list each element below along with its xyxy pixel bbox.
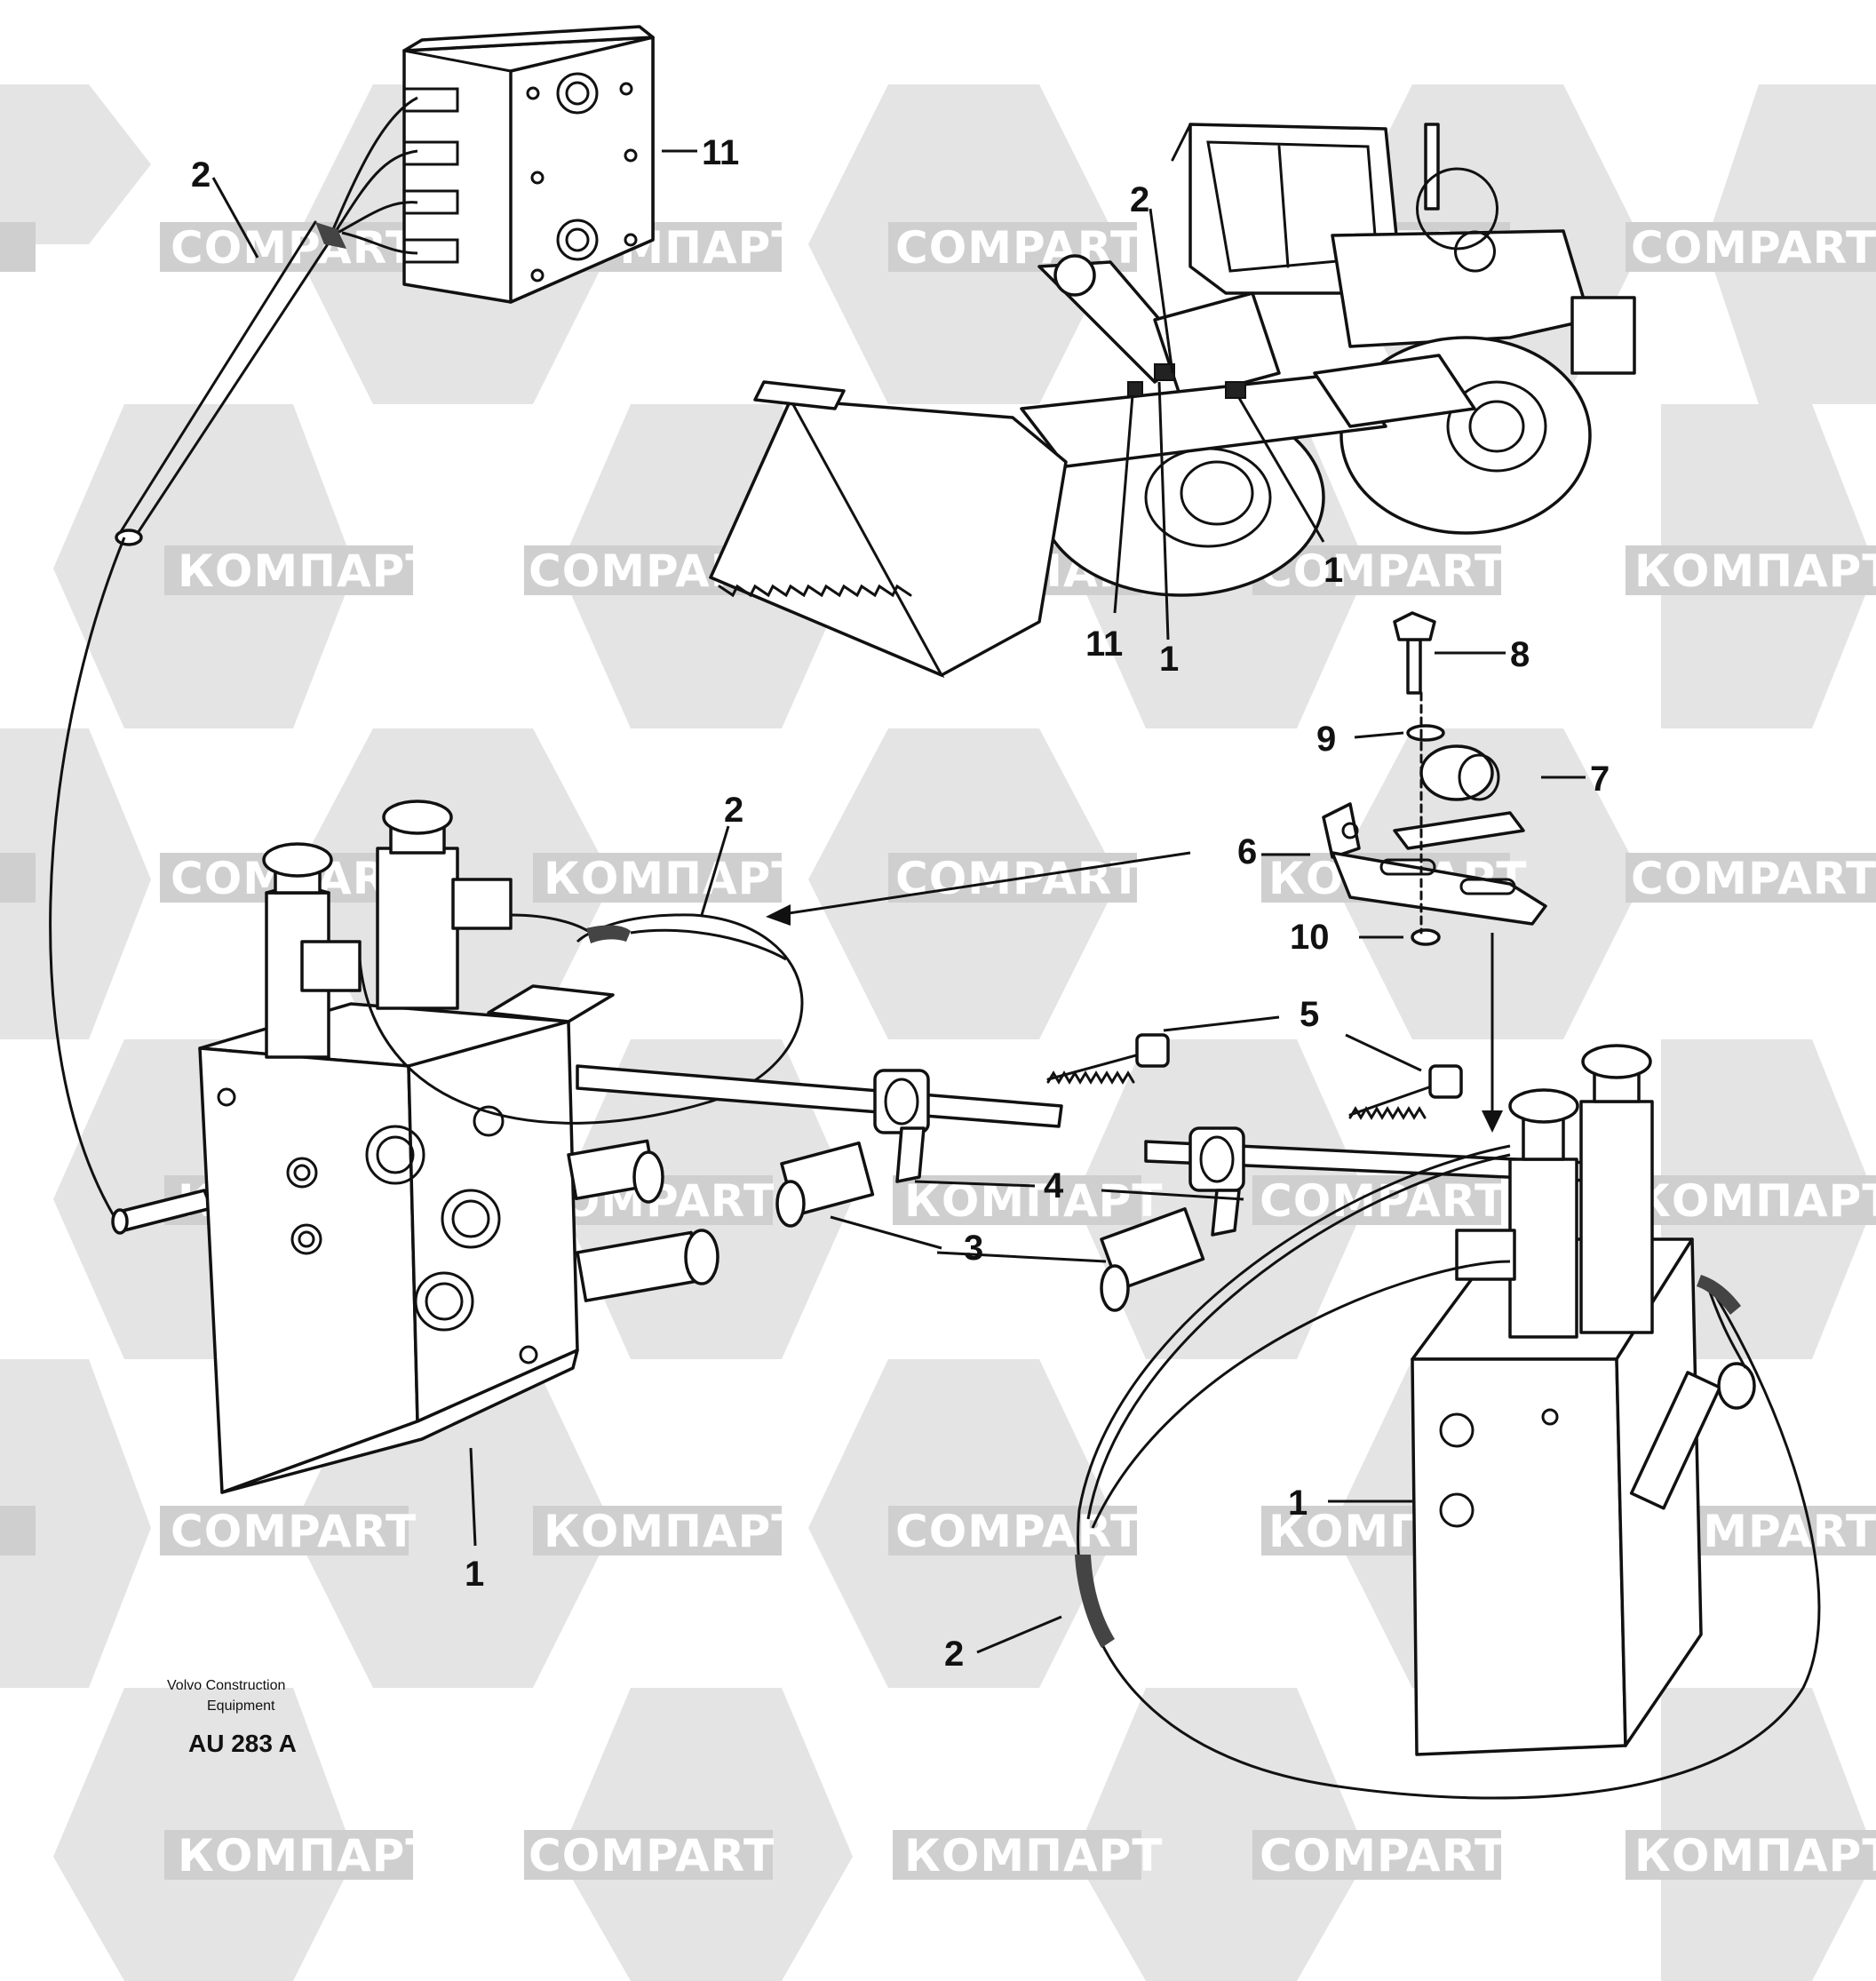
wm-compart: COMPART (529, 1830, 775, 1882)
cable-sheath-left (49, 220, 346, 1235)
leader-lines (211, 149, 1586, 1263)
drawing-code: AU 283 A (188, 1730, 297, 1757)
callout-10: 10 (1290, 918, 1330, 957)
callout-2: 2 (191, 155, 211, 195)
wm-compart: COMPART (1260, 1830, 1506, 1882)
wm-kompart: КОМПАРТ (1634, 545, 1876, 597)
credit-line-1: Volvo Construction (167, 1678, 285, 1693)
callout-2: 2 (724, 791, 743, 830)
watermark-words: COMPART КОМПАРТ COMPART КОМПАРТ COMPART … (171, 222, 1876, 1882)
wm-compart: COMPART (171, 222, 417, 274)
wm-kompart: КОМПАРТ (1634, 1830, 1876, 1882)
wm-kompart: КОМПАРТ (1634, 1175, 1876, 1227)
drawing-credit: Volvo Construction Equipment AU 283 A (167, 1678, 297, 1757)
callout-11: 11 (702, 133, 739, 172)
callout-2: 2 (944, 1635, 964, 1674)
wheel-loader (709, 123, 1636, 679)
wm-compart: COMPART (1260, 1175, 1506, 1227)
callout-6: 6 (1237, 832, 1257, 871)
rod-and-clamps (576, 1033, 1610, 1312)
callout-9: 9 (1316, 720, 1336, 759)
wm-compart: COMPART (895, 1506, 1141, 1557)
callout-2: 2 (1130, 180, 1149, 219)
wm-kompart: КОМПАРТ (544, 1506, 802, 1557)
callout-1: 1 (1288, 1484, 1308, 1523)
callout-1: 1 (1159, 640, 1179, 679)
callout-4: 4 (1044, 1166, 1064, 1205)
wm-kompart: КОМПАРТ (544, 853, 802, 904)
callout-3: 3 (964, 1229, 983, 1268)
wm-compart: COMPART (1260, 545, 1506, 597)
callout-5: 5 (1300, 995, 1319, 1034)
callout-7: 7 (1590, 760, 1610, 799)
wm-compart: COMPART (171, 1506, 417, 1557)
wm-compart: COMPART (1631, 853, 1876, 904)
bracket-assembly (766, 611, 1547, 1133)
callout-1: 1 (465, 1555, 484, 1594)
wm-kompart: КОМПАРТ (178, 545, 436, 597)
callout-8: 8 (1510, 635, 1530, 674)
valve-block-right (1328, 1044, 1756, 1756)
wire-harness-right (976, 1144, 1821, 1800)
wm-compart: COMPART (1631, 222, 1876, 274)
wm-kompart: КОМПАРТ (178, 1830, 436, 1882)
callout-1: 1 (1324, 551, 1343, 590)
control-unit-11 (327, 25, 655, 304)
callout-labels: 2 11 2 1 11 1 8 9 7 2 6 10 5 4 3 1 1 2 (191, 133, 1610, 1674)
wm-kompart: КОМПАРТ (904, 1830, 1163, 1882)
callout-11: 11 (1085, 625, 1123, 664)
wire-loop-left (358, 913, 804, 1125)
credit-line-2: Equipment (207, 1699, 275, 1714)
